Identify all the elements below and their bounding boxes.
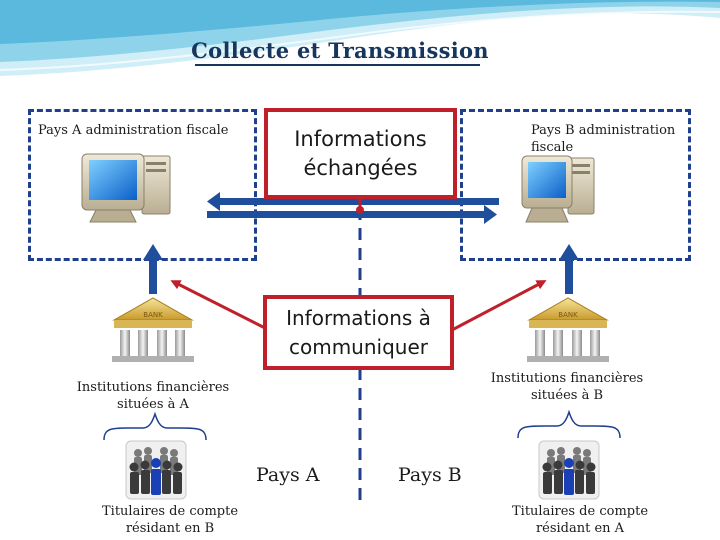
institutions-a-label: Institutions financières situées à A: [76, 380, 230, 412]
computer-b-icon: [521, 155, 595, 223]
info-box-connector-dot: [356, 206, 364, 214]
computer-a-icon: [81, 153, 171, 223]
exchanged-info-box: Informations échangées: [264, 108, 457, 199]
holders-b-label: Titulaires de compte résidant en A: [511, 504, 649, 536]
exchanged-info-label: Informations échangées: [294, 126, 427, 180]
brace-b: [517, 409, 621, 439]
exchange-arrow-left-to-right: [207, 205, 497, 224]
title-underline: [195, 64, 480, 66]
arrow-bank-b-to-info: [451, 280, 547, 332]
arrow-bank-a-to-admin-a: [143, 244, 163, 294]
country-b-label: Pays B: [398, 464, 462, 486]
bank-b-sign: BANK: [558, 311, 578, 319]
arrow-bank-b-to-admin-b: [559, 244, 579, 294]
account-holders-b-icon: [538, 440, 600, 500]
institutions-b-label: Institutions financières situées à B: [490, 371, 644, 403]
account-holders-a-icon: [125, 440, 187, 500]
holders-a-label: Titulaires de compte résidant en B: [101, 504, 239, 536]
page-title: Collecte et Transmission: [191, 38, 489, 63]
bank-a-icon: BANK: [112, 297, 194, 362]
arrow-bank-a-to-info: [170, 280, 266, 330]
country-b-admin-label: Pays B administration fiscale: [531, 123, 676, 155]
info-to-communicate-label: Informations à communiquer: [286, 305, 431, 359]
country-a-admin-box: [28, 109, 257, 261]
country-a-label: Pays A: [256, 464, 320, 486]
bank-b-icon: BANK: [527, 297, 609, 362]
brace-a: [103, 411, 207, 441]
country-a-admin-label: Pays A administration fiscale: [38, 123, 229, 138]
bank-a-sign: BANK: [143, 311, 163, 319]
info-to-communicate-box: Informations à communiquer: [263, 295, 454, 370]
header-wave-decoration: [0, 0, 720, 76]
